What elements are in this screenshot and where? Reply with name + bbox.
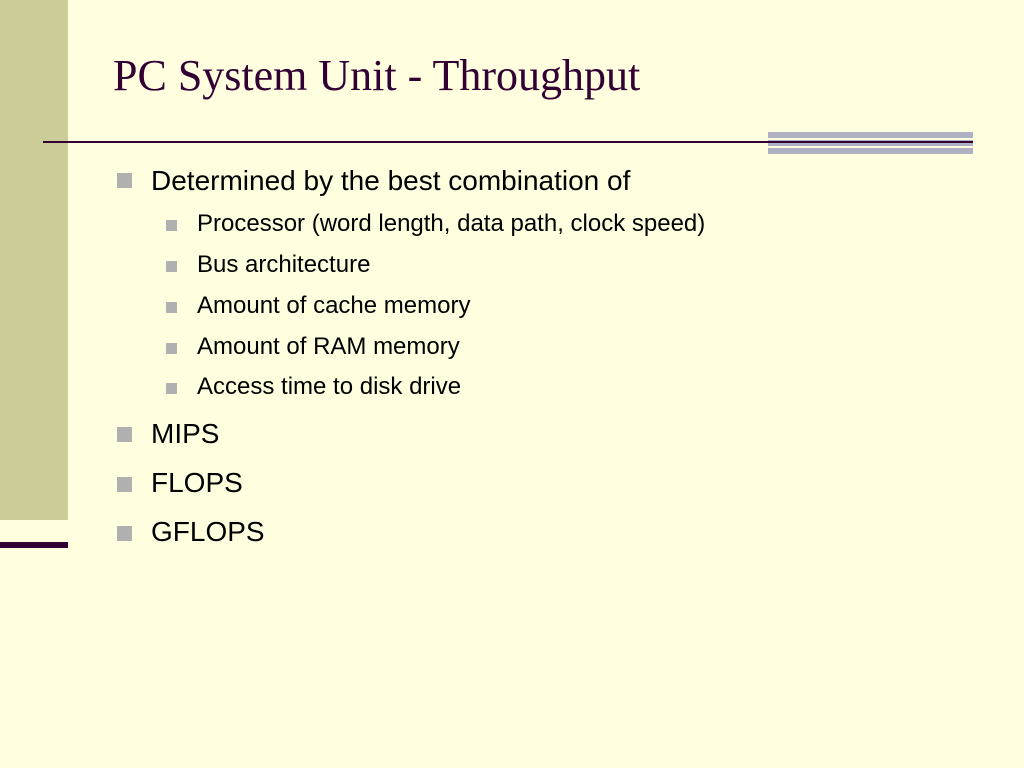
sub-bullet-item: Access time to disk drive [197,373,462,400]
sub-bullet-marker-icon [166,302,177,313]
sub-bullet-item: Processor (word length, data path, clock… [197,210,706,237]
bullet-marker-icon [117,427,132,442]
sub-bullet-marker-icon [166,220,177,231]
bullet-marker-icon [117,477,132,492]
title-divider-accent [768,141,973,143]
sub-bullet-item: Amount of RAM memory [197,333,460,360]
bullet-item: Determined by the best combination of [151,165,631,196]
bullet-item: FLOPS [151,467,243,498]
sub-bullet-marker-icon [166,261,177,272]
bullet-marker-icon [117,526,132,541]
bullet-marker-icon [117,173,132,188]
left-decorative-bar [0,0,68,520]
title-accent-block [768,132,973,154]
sub-bullet-item: Bus architecture [197,251,371,278]
slide-title: PC System Unit - Throughput [113,51,641,100]
bullet-item: GFLOPS [151,516,265,547]
sub-bullet-marker-icon [166,383,177,394]
sub-bullet-marker-icon [166,343,177,354]
bullet-item: MIPS [151,418,220,449]
sub-bullet-item: Amount of cache memory [197,292,471,319]
left-accent-line [0,542,68,548]
title-divider [43,141,973,143]
